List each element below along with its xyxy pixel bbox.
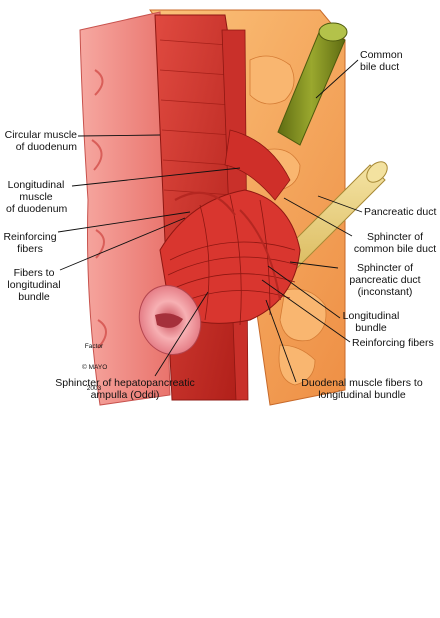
leader-pancreatic-duct <box>317 195 363 213</box>
credit-line1: Factor <box>84 343 104 350</box>
label-sphincter-cbd: Sphincter of common bile duct <box>353 231 437 255</box>
leader-duodenal-fibers <box>265 299 297 383</box>
label-reinforcing-fibers-left: Reinforcing fibers <box>3 231 57 255</box>
leader-fibers-to-bundle <box>59 217 186 271</box>
leader-sphincter-pancreatic <box>289 261 339 269</box>
leader-longitudinal-bundle <box>267 265 341 319</box>
label-sphincter-oddi: Sphincter of hepatopancreatic ampulla (O… <box>55 377 195 401</box>
leader-sphincter-cbd <box>283 197 353 237</box>
leader-sphincter-oddi <box>154 291 209 377</box>
credit-line2: © MAYO <box>82 364 108 371</box>
credit-line3: 2003 <box>86 385 102 392</box>
label-circular-muscle: Circular muscle of duodenum <box>4 129 77 153</box>
credit-text: Factor © MAYO 2003 <box>82 329 108 399</box>
label-longitudinal-muscle: Longitudinal muscle of duodenum <box>6 179 68 215</box>
leader-common-bile-duct <box>315 59 359 99</box>
sphincter-complex <box>159 129 301 326</box>
leader-longitudinal-muscle <box>71 167 241 187</box>
label-sphincter-pancreatic: Sphincter of pancreatic duct (inconstant… <box>349 262 421 298</box>
label-pancreatic-duct: Pancreatic duct <box>364 206 437 218</box>
label-common-bile-duct: Common bile duct <box>360 49 403 73</box>
ampulla-opening <box>138 285 202 355</box>
leader-reinforcing-fibers-right <box>261 279 351 343</box>
leader-circular-muscle <box>77 134 161 137</box>
common-bile-duct <box>277 22 348 146</box>
label-longitudinal-bundle: Longitudinal bundle <box>342 310 400 334</box>
leader-reinforcing-fibers-left <box>57 211 191 233</box>
leader-lines <box>57 59 363 383</box>
label-duodenal-fibers: Duodenal muscle fibers to longitudinal b… <box>301 377 423 401</box>
label-fibers-to-bundle: Fibers to longitudinal bundle <box>7 267 61 303</box>
label-reinforcing-fibers-right: Reinforcing fibers <box>352 337 434 349</box>
